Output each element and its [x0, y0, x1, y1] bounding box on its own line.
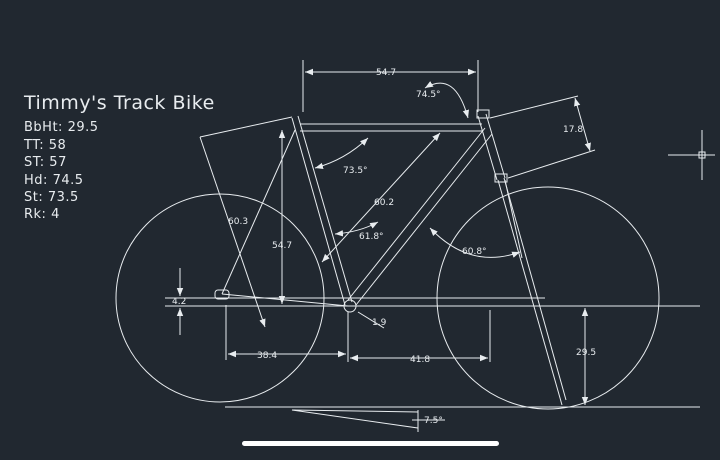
dim-bb-height: 29.5	[576, 348, 596, 358]
spec-list: BbHt: 29.5 TT: 58 ST: 57 Hd: 74.5 St: 73…	[23, 120, 99, 222]
scroll-indicator[interactable]	[242, 441, 499, 446]
dim-bb-drop: 4.2	[172, 297, 186, 307]
dim-ground-angle: 7.5°	[424, 416, 443, 426]
dim-seat-angle: 73.5°	[343, 166, 368, 176]
headset-bottom	[494, 173, 508, 183]
dim-head-tube: 17.8	[563, 125, 583, 135]
spec-rk: Rk: 4	[24, 207, 60, 222]
spec-tt: TT: 58	[23, 138, 66, 153]
dim-stack: 54.7	[272, 241, 292, 251]
dim-bb-offset: 1.9	[372, 318, 387, 328]
dim-fork-angle: 60.8°	[462, 247, 487, 257]
dim-front-center: 41.8	[410, 355, 430, 365]
dimension-labels: 54.7 74.5° 17.8 73.5° 60.2 60.3 54.7 61.…	[172, 68, 596, 426]
dim-head-angle: 74.5°	[416, 90, 441, 100]
spec-st: ST: 57	[24, 155, 67, 170]
dim-top-length: 54.7	[376, 68, 396, 78]
bottom-bracket	[343, 299, 357, 313]
dim-down-angle: 61.8°	[359, 232, 384, 242]
dim-seat-tube: 60.3	[228, 217, 248, 227]
dim-chainstay: 38.4	[257, 351, 277, 361]
dim-top-to-bb: 60.2	[374, 198, 394, 208]
spec-st-angle: St: 73.5	[24, 190, 79, 205]
rear-dropout	[214, 289, 230, 300]
spec-hd: Hd: 74.5	[24, 173, 84, 188]
headset-top	[476, 109, 490, 119]
spec-bbht: BbHt: 29.5	[24, 120, 99, 135]
drawing-title: Timmy's Track Bike	[23, 92, 215, 114]
